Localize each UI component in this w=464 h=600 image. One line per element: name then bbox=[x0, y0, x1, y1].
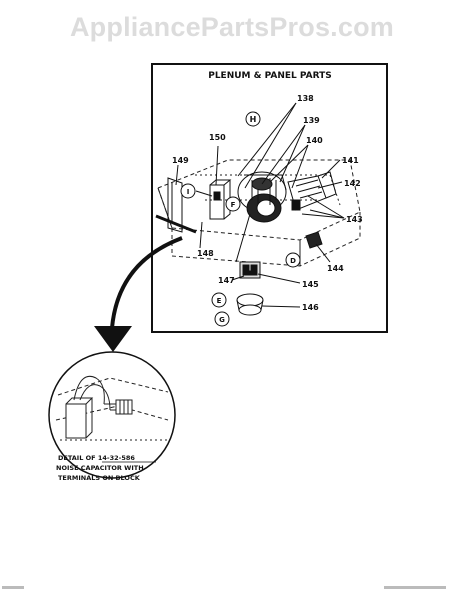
svg-text:F: F bbox=[231, 201, 236, 209]
knob-146 bbox=[236, 293, 264, 316]
detail-line-1: DETAIL OF 14-32-586 bbox=[58, 454, 135, 462]
svg-text:E: E bbox=[217, 297, 222, 305]
circle-label-g: G bbox=[214, 311, 230, 327]
callout-140: 140 bbox=[306, 136, 323, 145]
part-144 bbox=[305, 231, 323, 249]
blower-motor bbox=[237, 171, 287, 223]
svg-text:H: H bbox=[250, 115, 257, 124]
detail-line-3: TERMINALS ON BLOCK bbox=[58, 474, 141, 482]
callout-149: 149 bbox=[172, 156, 189, 165]
footer-mark-right bbox=[384, 586, 446, 589]
svg-text:I: I bbox=[187, 188, 190, 196]
circle-label-e: E bbox=[211, 292, 227, 308]
callout-138: 138 bbox=[297, 94, 314, 103]
callout-146: 146 bbox=[302, 303, 319, 312]
footer-mark-left bbox=[2, 586, 24, 589]
detail-line-2: NOISE CAPACITOR WITH bbox=[56, 464, 144, 472]
circle-label-i: I bbox=[180, 183, 196, 199]
callout-147: 147 bbox=[218, 276, 235, 285]
panel-title: PLENUM & PANEL PARTS bbox=[208, 71, 332, 81]
svg-text:D: D bbox=[290, 257, 296, 265]
bracket-150 bbox=[209, 179, 232, 220]
detail-arrow bbox=[94, 236, 183, 352]
watermark: AppliancePartsPros.com bbox=[69, 12, 394, 42]
side-panel-149 bbox=[167, 177, 183, 233]
callout-139: 139 bbox=[303, 116, 320, 125]
callout-141: 141 bbox=[342, 156, 359, 165]
detail-circle: DETAIL OF 14-32-586 NOISE CAPACITOR WITH… bbox=[48, 351, 176, 482]
circle-label-f: F bbox=[225, 196, 241, 212]
right-bracket bbox=[287, 171, 337, 211]
switch-147 bbox=[239, 261, 261, 279]
callout-142: 142 bbox=[344, 179, 361, 188]
callout-144: 144 bbox=[327, 264, 344, 273]
circle-label-h: H bbox=[245, 111, 261, 127]
panel-frame bbox=[151, 63, 388, 333]
callout-145: 145 bbox=[302, 280, 319, 289]
callout-143: 143 bbox=[346, 215, 363, 224]
svg-text:G: G bbox=[219, 316, 225, 324]
strip-148 bbox=[155, 214, 197, 234]
callout-148: 148 bbox=[197, 249, 214, 258]
circle-label-d: D bbox=[285, 252, 301, 268]
leader-lines bbox=[175, 102, 345, 308]
callout-150: 150 bbox=[209, 133, 226, 142]
